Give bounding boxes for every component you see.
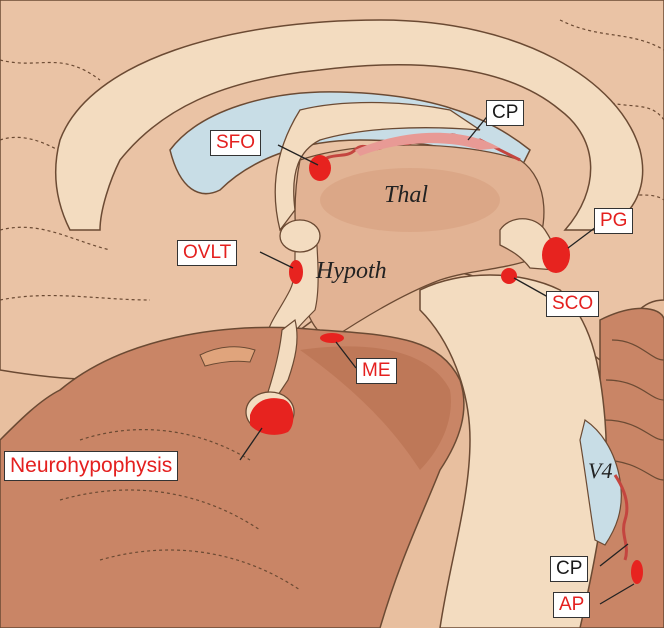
label-sco: SCO (546, 291, 600, 317)
label-cp-bottom: CP (550, 556, 589, 582)
label-neurohypophysis: Neurohypophysis (4, 451, 179, 481)
ap-organ (631, 560, 643, 584)
label-me: ME (356, 358, 397, 384)
thalamus-label: Thal (384, 182, 429, 208)
optic-chiasm (199, 346, 256, 367)
pons-shade (300, 346, 451, 470)
hypothalamus-label: Hypoth (316, 258, 387, 284)
thalamus (320, 168, 500, 232)
choroid-plexus-bottom (613, 474, 629, 561)
ovlt-organ (289, 260, 303, 284)
label-ovlt: OVLT (177, 240, 238, 266)
sco-organ (501, 268, 517, 284)
label-cp-top: CP (486, 100, 525, 126)
label-sfo: SFO (210, 130, 262, 156)
label-ap: AP (553, 592, 591, 618)
cvo-organs (250, 155, 643, 584)
fourth-ventricle (579, 419, 622, 546)
neurohypophysis-organ (250, 398, 294, 435)
me-organ (320, 333, 344, 343)
fourth-ventricle-label: V4 (588, 458, 613, 483)
choroid-plexus-fill (355, 132, 500, 156)
fornix (274, 101, 481, 232)
pg-organ (542, 237, 570, 273)
corpus-callosum (54, 19, 644, 231)
anterior-commissure (279, 219, 321, 253)
label-pg: PG (594, 208, 634, 234)
pons (0, 326, 465, 628)
pons-sulci (59, 428, 301, 591)
sfo-organ (309, 155, 331, 181)
